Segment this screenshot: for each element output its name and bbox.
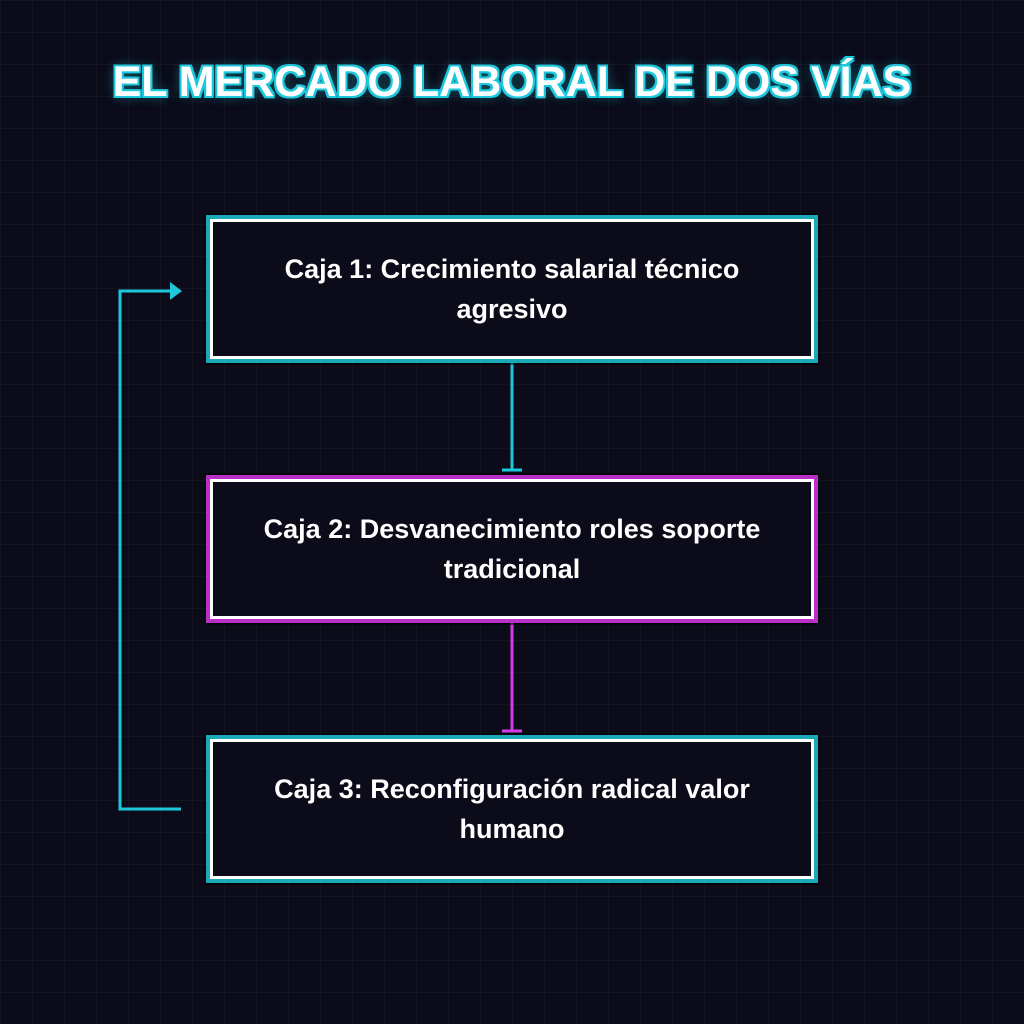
box-2-label: Caja 2: Desvanecimiento roles soporte tr…: [263, 514, 761, 584]
box-1-label: Caja 1: Crecimiento salarial técnico agr…: [284, 254, 740, 324]
box-3-label: Caja 3: Reconfiguración radical valor hu…: [274, 774, 750, 844]
diagram-title: EL MERCADO LABORAL DE DOS VÍAS: [112, 58, 912, 106]
box-1: Caja 1: Crecimiento salarial técnico agr…: [210, 219, 814, 359]
box-2: Caja 2: Desvanecimiento roles soporte tr…: [210, 479, 814, 619]
feedback-loop-arrow: [118, 282, 182, 811]
box-3: Caja 3: Reconfiguración radical valor hu…: [210, 739, 814, 879]
connector-box1-to-box2: [502, 362, 522, 472]
connector-box2-to-box3: [502, 622, 522, 733]
